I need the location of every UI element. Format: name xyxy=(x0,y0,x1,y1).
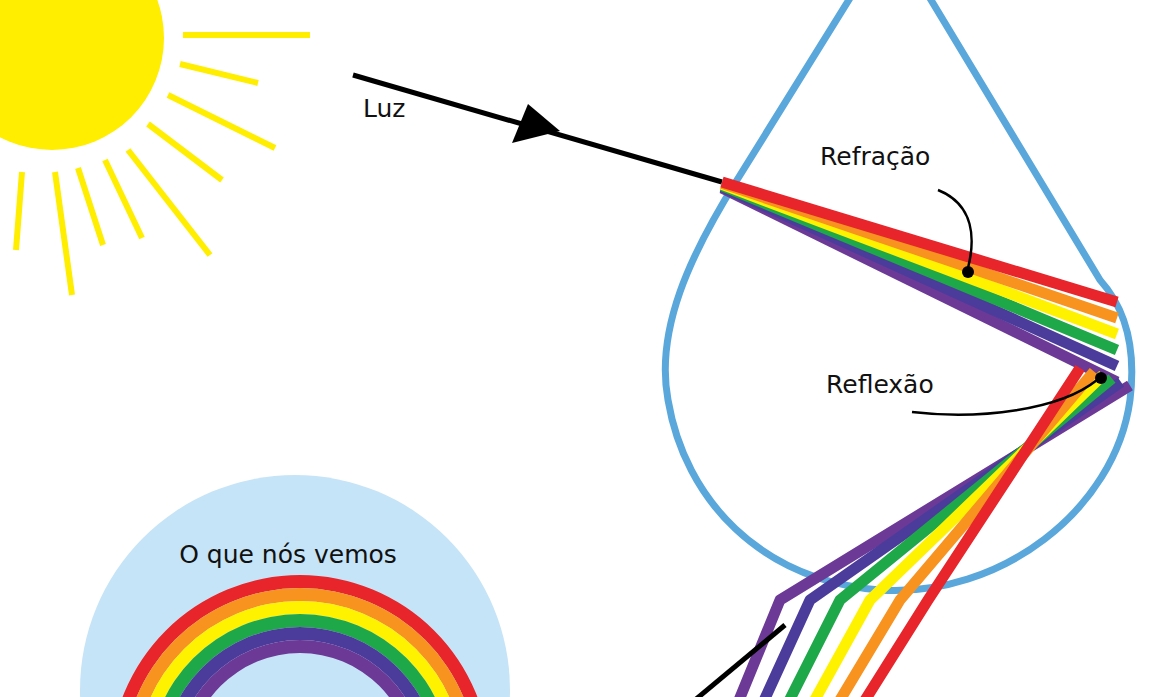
reflected-beam xyxy=(737,368,1130,697)
part-label: Reflexão xyxy=(826,371,934,399)
circle-outline xyxy=(80,475,510,697)
sky-disc xyxy=(80,475,510,697)
leader-dot xyxy=(1095,372,1107,384)
view-circle: O que nós vemos xyxy=(80,475,510,697)
leader-dot xyxy=(962,266,974,278)
sun xyxy=(0,0,310,295)
refracted-beam xyxy=(722,182,1117,382)
part-label: Refração xyxy=(820,143,930,171)
sun-rays xyxy=(16,35,310,295)
node-title: O que nós vemos xyxy=(179,541,397,569)
light-ray xyxy=(353,75,722,182)
exit-ray xyxy=(695,625,785,697)
water-drop xyxy=(665,0,1132,591)
light-label: Luz xyxy=(363,95,405,123)
rainbow xyxy=(110,575,490,697)
leader-line xyxy=(938,190,972,268)
beam-stripe xyxy=(722,182,1117,302)
sun-disc xyxy=(0,0,164,150)
leader-line xyxy=(912,380,1097,415)
beam-stripe xyxy=(862,368,1080,697)
